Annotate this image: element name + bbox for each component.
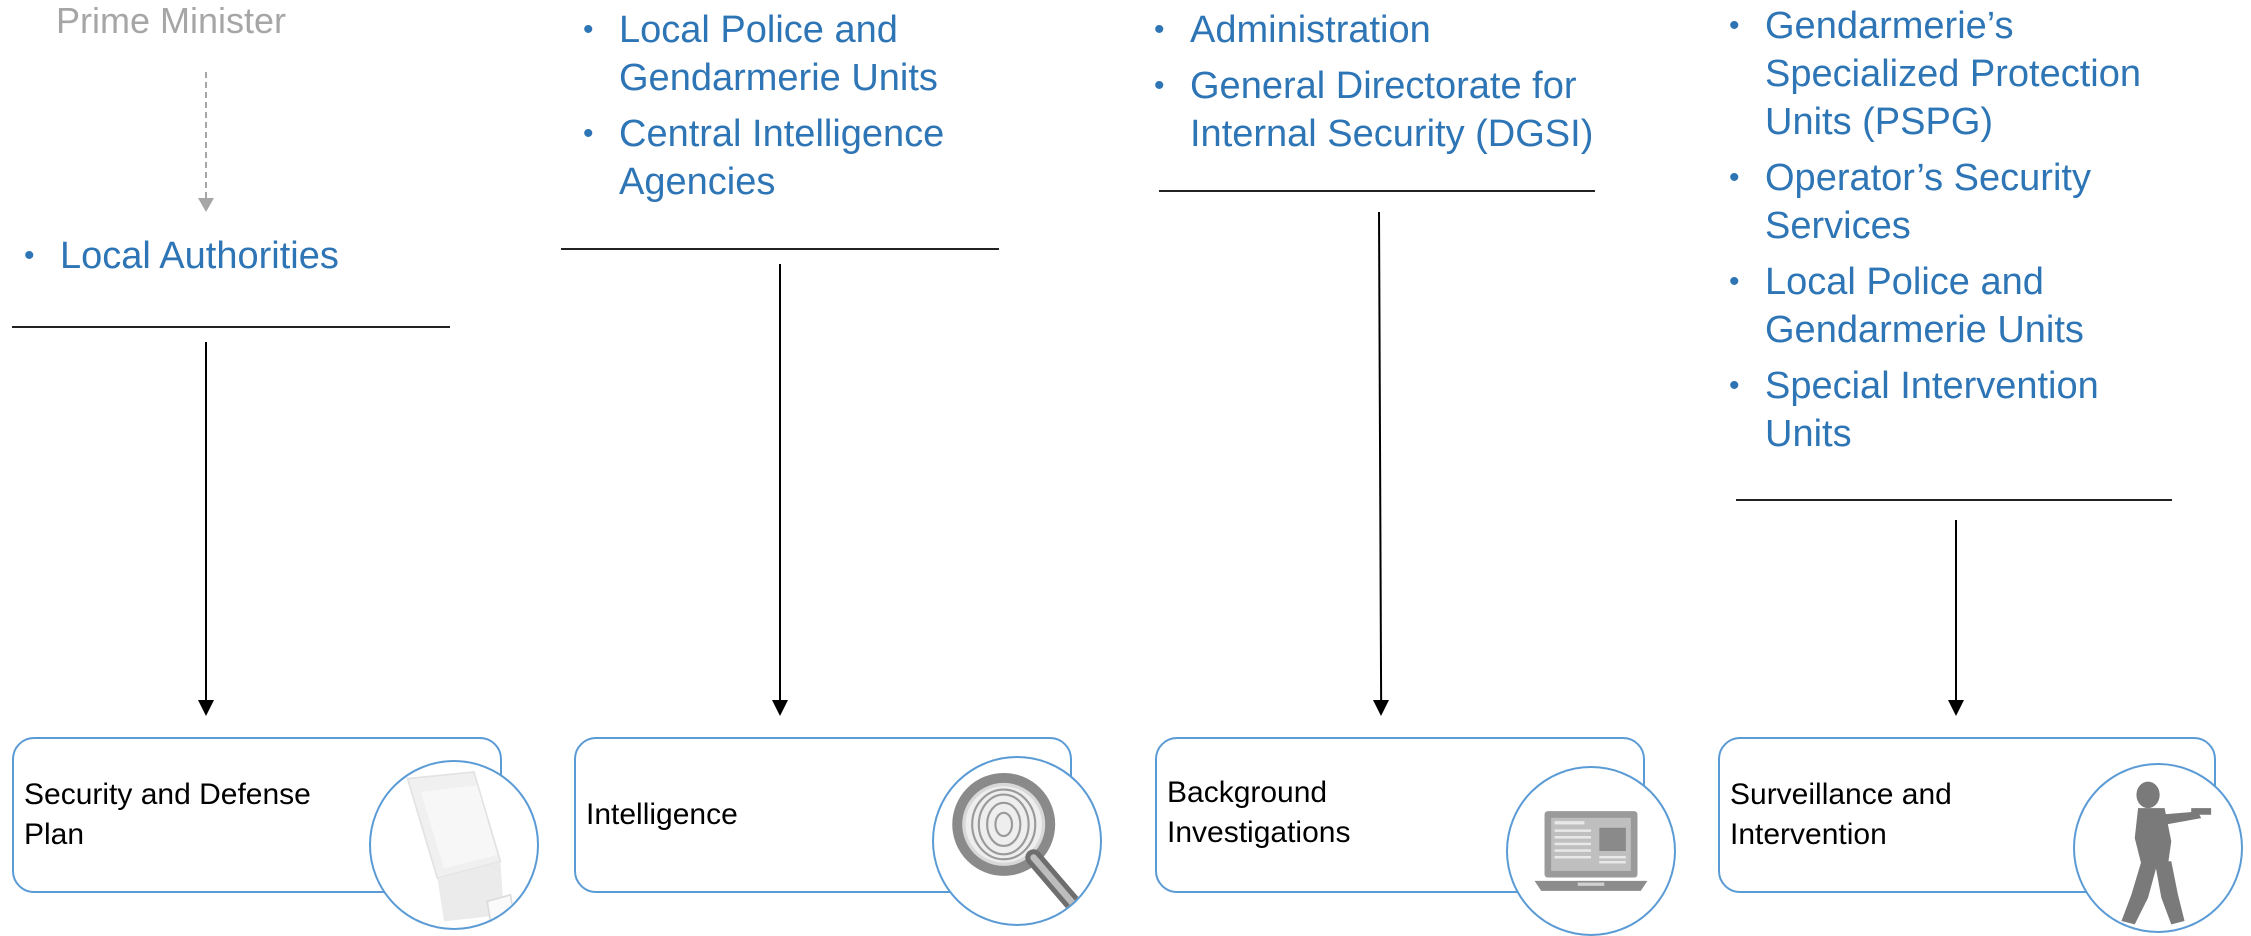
arrow-head: [772, 700, 788, 716]
bullet-item: Local Authorities: [18, 232, 518, 280]
arrow-head: [1373, 700, 1389, 716]
bullet-item: General Directorate for Internal Securit…: [1148, 62, 1608, 158]
bullet-item: Local Police and Gendarmerie Units: [1723, 258, 2153, 354]
laptop-icon: [1506, 766, 1676, 936]
column-security-defense: Prime Minister Local Authorities Securit…: [0, 0, 560, 933]
column-intelligence: Local Police and Gendarmerie Units Centr…: [560, 0, 1140, 933]
bullet-item: Gendarmerie’s Specialized Protection Uni…: [1723, 2, 2153, 146]
arrow-line: [205, 342, 207, 702]
bullet-item: Special Intervention Units: [1723, 362, 2153, 458]
arrow-line: [1378, 211, 1383, 702]
arrow-head: [1948, 700, 1964, 716]
divider-rule: [1736, 499, 2172, 501]
card-label: Background Investigations: [1167, 776, 1351, 849]
arrow-line: [779, 264, 781, 702]
bullet-item: Operator’s Security Services: [1723, 154, 2153, 250]
dashed-arrow-head: [198, 198, 214, 212]
card-label: Security and Defense Plan: [24, 778, 311, 851]
divider-rule: [12, 326, 450, 328]
armed-officer-icon: [2073, 763, 2243, 933]
bullet-item: Local Police and Gendarmerie Units: [577, 6, 977, 102]
dashed-arrow-line: [205, 72, 207, 198]
column-surveillance: Gendarmerie’s Specialized Protection Uni…: [1710, 0, 2251, 933]
document-icon: [369, 760, 539, 930]
bullet-list: Local Authorities: [18, 232, 518, 288]
prime-minister-label: Prime Minister: [56, 0, 287, 41]
divider-rule: [1159, 190, 1595, 192]
arrow-line: [1955, 520, 1957, 702]
card-label: Intelligence: [586, 798, 738, 831]
bullet-list: Gendarmerie’s Specialized Protection Uni…: [1723, 2, 2153, 466]
divider-rule: [561, 248, 999, 250]
arrow-head: [198, 700, 214, 716]
bullet-list: Local Police and Gendarmerie Units Centr…: [577, 6, 977, 214]
bullet-item: Administration: [1148, 6, 1608, 54]
magnifier-fingerprint-icon: [932, 756, 1102, 926]
bullet-item: Central Intelligence Agencies: [577, 110, 977, 206]
card-label: Surveillance and Intervention: [1730, 778, 1952, 851]
bullet-list: Administration General Directorate for I…: [1148, 6, 1608, 166]
column-background: Administration General Directorate for I…: [1140, 0, 1710, 936]
